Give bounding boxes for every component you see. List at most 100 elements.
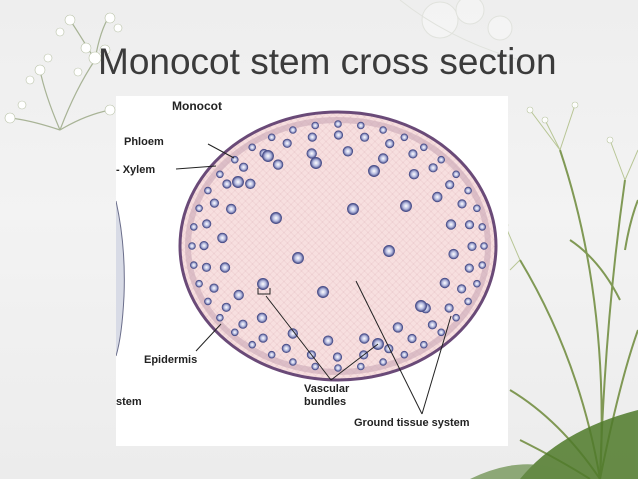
vascular-bundle: [257, 278, 269, 290]
vascular-bundle: [221, 302, 231, 312]
vascular-bundle: [439, 277, 451, 289]
vascular-bundle: [248, 143, 257, 152]
vascular-bundle: [272, 159, 284, 170]
vascular-bundle: [360, 132, 370, 142]
vascular-bundles: [188, 120, 488, 372]
vascular-bundle: [190, 223, 198, 231]
vascular-bundle: [400, 350, 409, 359]
stem-cross-section-diagram: [116, 110, 498, 415]
vascular-bundle: [307, 132, 317, 142]
vascular-bundle: [444, 303, 454, 313]
vascular-bundle: [267, 350, 276, 359]
vascular-bundle: [445, 219, 457, 230]
label-stem-fragment: stem: [116, 396, 142, 408]
vascular-bundle: [219, 262, 231, 273]
vascular-bundle: [195, 204, 203, 213]
vascular-bundle: [216, 313, 224, 322]
label-xylem: - Xylem: [116, 164, 156, 176]
vascular-bundle: [452, 170, 460, 179]
vascular-bundle: [368, 165, 380, 177]
vascular-bundle: [231, 328, 239, 337]
monocot-cross-section-figure: Monocot Phloem - Xylem Epidermis Vascula…: [116, 96, 508, 446]
vascular-bundle: [379, 126, 387, 134]
vascular-bundle: [282, 138, 292, 148]
vascular-bundle: [267, 133, 276, 142]
vascular-bundle: [334, 364, 342, 372]
vascular-bundle: [202, 219, 212, 229]
adjacent-section-fragment: [116, 200, 125, 357]
vascular-bundle: [306, 148, 317, 159]
vascular-bundle: [392, 322, 404, 333]
vascular-bundle: [464, 220, 475, 230]
vascular-bundle: [233, 289, 244, 301]
vascular-bundle: [292, 252, 304, 264]
vascular-bundle: [419, 143, 428, 152]
vascular-bundle: [359, 333, 370, 344]
vascular-bundle: [480, 242, 488, 250]
vascular-bundle: [333, 130, 344, 140]
vascular-bundle: [457, 199, 467, 209]
vascular-bundle: [199, 241, 209, 251]
vascular-bundle: [445, 180, 455, 190]
vascular-bundle: [248, 340, 257, 349]
vascular-bundle: [217, 232, 228, 244]
leader-lines: [175, 143, 452, 415]
vascular-bundle: [317, 286, 329, 298]
label-vascular-line2: bundles: [304, 396, 347, 408]
vascular-bundle: [332, 352, 343, 362]
vascular-bundle: [448, 248, 459, 260]
vascular-bundle: [478, 223, 487, 231]
vascular-bundle: [456, 284, 467, 294]
vascular-bundle: [310, 157, 322, 169]
vascular-bundle: [384, 344, 394, 354]
vascular-bundle: [347, 203, 359, 215]
figure-heading: Monocot: [172, 99, 222, 113]
vascular-bundle: [432, 191, 443, 203]
vascular-bundle: [464, 186, 472, 195]
vascular-bundle: [357, 121, 365, 130]
epidermis-outline: [178, 110, 498, 382]
vascular-bundle: [428, 163, 438, 173]
vascular-bundle: [334, 120, 342, 128]
vascular-bundle: [281, 343, 291, 353]
vascular-bundle: [239, 162, 249, 172]
vascular-bundle: [473, 279, 481, 288]
vascular-bundle: [379, 358, 387, 366]
vascular-bundle: [407, 333, 417, 344]
vascular-bundle: [464, 263, 474, 273]
vascular-bundle: [245, 178, 256, 190]
slide-title: Monocot stem cross section: [98, 41, 557, 82]
vascular-bundle: [238, 319, 248, 329]
label-vascular-line1: Vascular: [304, 383, 350, 395]
vascular-bundle: [322, 335, 334, 346]
vascular-bundle: [201, 262, 212, 272]
vascular-bundle: [311, 362, 320, 371]
vascular-bundle: [473, 204, 481, 213]
vascular-bundle: [289, 126, 297, 134]
vascular-bundle: [383, 245, 395, 257]
vascular-bundle: [204, 297, 212, 306]
label-ground-tissue: Ground tissue system: [354, 417, 470, 429]
vascular-bundle: [311, 121, 320, 130]
vascular-bundle: [419, 340, 428, 349]
vascular-bundle: [232, 176, 244, 188]
vascular-bundle: [204, 186, 212, 195]
vascular-bundle: [225, 203, 237, 215]
vascular-bundle: [342, 146, 354, 157]
vascular-bundle: [385, 138, 395, 149]
vascular-bundle: [378, 153, 389, 164]
vascular-bundle: [478, 261, 487, 269]
vascular-bundle: [437, 155, 446, 164]
vascular-bundle: [289, 358, 297, 366]
vascular-bundle: [400, 133, 409, 142]
vascular-bundle: [464, 297, 472, 306]
vascular-bundle: [427, 320, 437, 330]
vascular-bundle: [467, 241, 477, 251]
vascular-bundle: [256, 312, 268, 324]
vascular-bundle: [190, 261, 198, 269]
vascular-bundle: [262, 150, 274, 162]
vascular-bundle: [400, 200, 412, 212]
vascular-bundle: [408, 149, 418, 159]
vascular-bundle: [258, 333, 268, 343]
